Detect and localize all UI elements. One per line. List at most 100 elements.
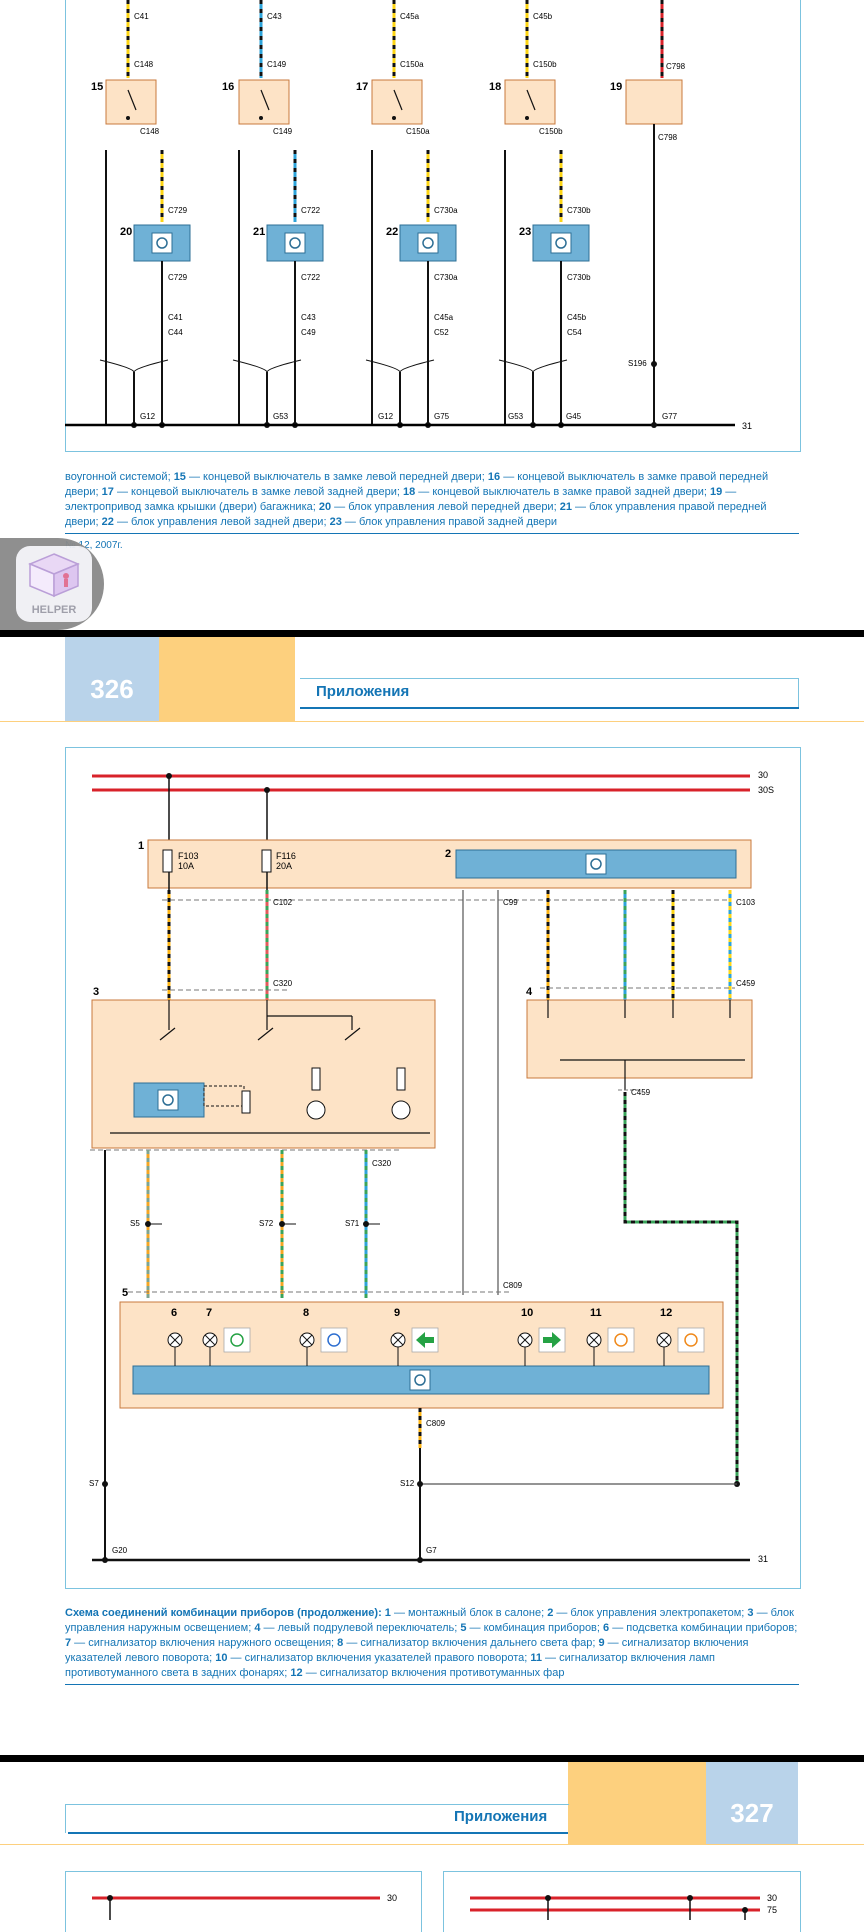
switch-label-16: 16	[222, 81, 235, 93]
block-4-label: 4	[526, 986, 533, 998]
fuse-f116-rating: 20A	[276, 861, 293, 871]
module-c1-1: C43	[301, 313, 316, 322]
top-ground-6: G77	[662, 412, 678, 421]
switch-bottom-conn-2: C150a	[406, 127, 430, 136]
page-327-orange-box	[568, 1762, 706, 1844]
page-326-caption-rule	[65, 1684, 799, 1685]
module-c2-0: C44	[168, 328, 183, 337]
p327-rail-75-right: 75	[767, 1905, 778, 1915]
lamp-label-10: 10	[521, 1307, 534, 1319]
conn-c809-bottom: C809	[426, 1419, 446, 1428]
top-conn-c798-b: C798	[658, 133, 678, 142]
module-top-conn-1: C722	[301, 206, 321, 215]
lamp-label-8: 8	[303, 1307, 310, 1319]
block-1-label: 1	[138, 840, 145, 852]
page-326-top-rule	[0, 721, 864, 722]
module-c1-2: C45a	[434, 313, 454, 322]
top-ground-3: G75	[434, 412, 450, 421]
top-caption: воугонной системой; 15 — концевой выключ…	[65, 471, 769, 528]
splice-s12: S12	[400, 1479, 415, 1488]
rail-label-31: 31	[758, 1554, 769, 1564]
ground-g20: G20	[112, 1546, 128, 1555]
helper-label: HELPER	[31, 604, 77, 616]
page-326-title-rule	[300, 707, 799, 709]
rail-label-30s: 30S	[758, 785, 775, 795]
page-327-title-rule	[68, 1832, 568, 1834]
module-c2-3: C54	[567, 328, 582, 337]
lamp-6	[167, 1332, 183, 1366]
module-label-21: 21	[253, 226, 266, 238]
conn-c320-top: C320	[273, 979, 293, 988]
lamp-label-11: 11	[590, 1307, 602, 1319]
page-327-number: 327	[730, 1798, 774, 1828]
block-3-label: 3	[93, 986, 100, 998]
top-conn-2: C45a	[400, 12, 420, 21]
fuse-f103-rating: 10A	[178, 861, 195, 871]
top-conn-c798: C798	[666, 62, 686, 71]
module-bottom-conn-3: C730b	[567, 273, 591, 282]
module-top-conn-2: C730a	[434, 206, 458, 215]
switch-top-conn-3: C150b	[533, 60, 557, 69]
module-label-23: 23	[519, 226, 532, 238]
lamp-7	[202, 1327, 251, 1366]
switch-bottom-conn-3: C150b	[539, 127, 563, 136]
page-break-1	[0, 630, 864, 637]
conn-c99: C99	[503, 898, 518, 907]
switch-label-15: 15	[91, 81, 104, 93]
page-326-orange-box	[159, 637, 295, 721]
top-caption-rule	[65, 533, 799, 534]
ground-g7: G7	[426, 1546, 437, 1555]
fuse-f116-name: F116	[276, 851, 296, 861]
page-327-diagram-fragment	[92, 1895, 760, 1920]
page-327-number-box	[706, 1762, 798, 1844]
top-column-2	[365, 0, 457, 428]
module-label-22: 22	[386, 226, 399, 238]
module-top-conn-3: C730b	[567, 206, 591, 215]
lamp-12	[656, 1327, 705, 1366]
page-327-title-box	[65, 1804, 569, 1833]
conn-c459-top: C459	[736, 979, 756, 988]
helper-floating-button[interactable]: HELPER	[0, 538, 104, 630]
page-break-2	[0, 1755, 864, 1762]
lamp-label-6: 6	[171, 1307, 178, 1319]
switch-top-conn-2: C150a	[400, 60, 424, 69]
switch-19	[625, 0, 683, 428]
page-326-title-box	[300, 678, 799, 709]
switch-label-18: 18	[489, 81, 502, 93]
lamp-label-7: 7	[206, 1307, 213, 1319]
rail-label-30: 30	[758, 770, 769, 780]
top-column-0	[99, 0, 191, 428]
lamp-10	[517, 1327, 566, 1366]
block-2-label: 2	[445, 848, 452, 860]
page-326-number-box	[65, 637, 159, 721]
p327-rail-30-right: 30	[767, 1893, 778, 1903]
instrument-cluster-diagram	[90, 773, 753, 1563]
conn-c320-bottom: C320	[372, 1159, 392, 1168]
switch-bottom-conn-0: C148	[140, 127, 160, 136]
conn-c103: C103	[736, 898, 756, 907]
module-c1-0: C41	[168, 313, 183, 322]
top-ground-5: G45	[566, 412, 582, 421]
lamp-9	[390, 1327, 439, 1366]
conn-c809-top: C809	[503, 1281, 523, 1290]
top-conn-3: C45b	[533, 12, 553, 21]
module-c2-2: C52	[434, 328, 449, 337]
lamp-11	[586, 1327, 635, 1366]
p327-rail-30-left: 30	[387, 1893, 398, 1903]
switch-top-conn-0: C148	[134, 60, 154, 69]
top-ground-4: G53	[508, 412, 524, 421]
top-ground-1: G53	[273, 412, 289, 421]
top-footer: № 12, 2007г.	[65, 540, 123, 551]
page-326-number: 326	[90, 674, 134, 704]
block-5-label: 5	[122, 1287, 129, 1299]
page-327-top-rule	[0, 1844, 864, 1845]
switch-top-conn-1: C149	[267, 60, 287, 69]
top-wiring-diagram: 31	[65, 0, 752, 431]
top-conn-0: C41	[134, 12, 149, 21]
splice-s7: S7	[89, 1479, 99, 1488]
top-ground-2: G12	[378, 412, 394, 421]
page-327-title: Приложения	[454, 1808, 548, 1825]
splice-s72: S72	[259, 1219, 274, 1228]
top-column-3	[498, 0, 590, 428]
helper-icon: HELPER	[16, 546, 92, 622]
